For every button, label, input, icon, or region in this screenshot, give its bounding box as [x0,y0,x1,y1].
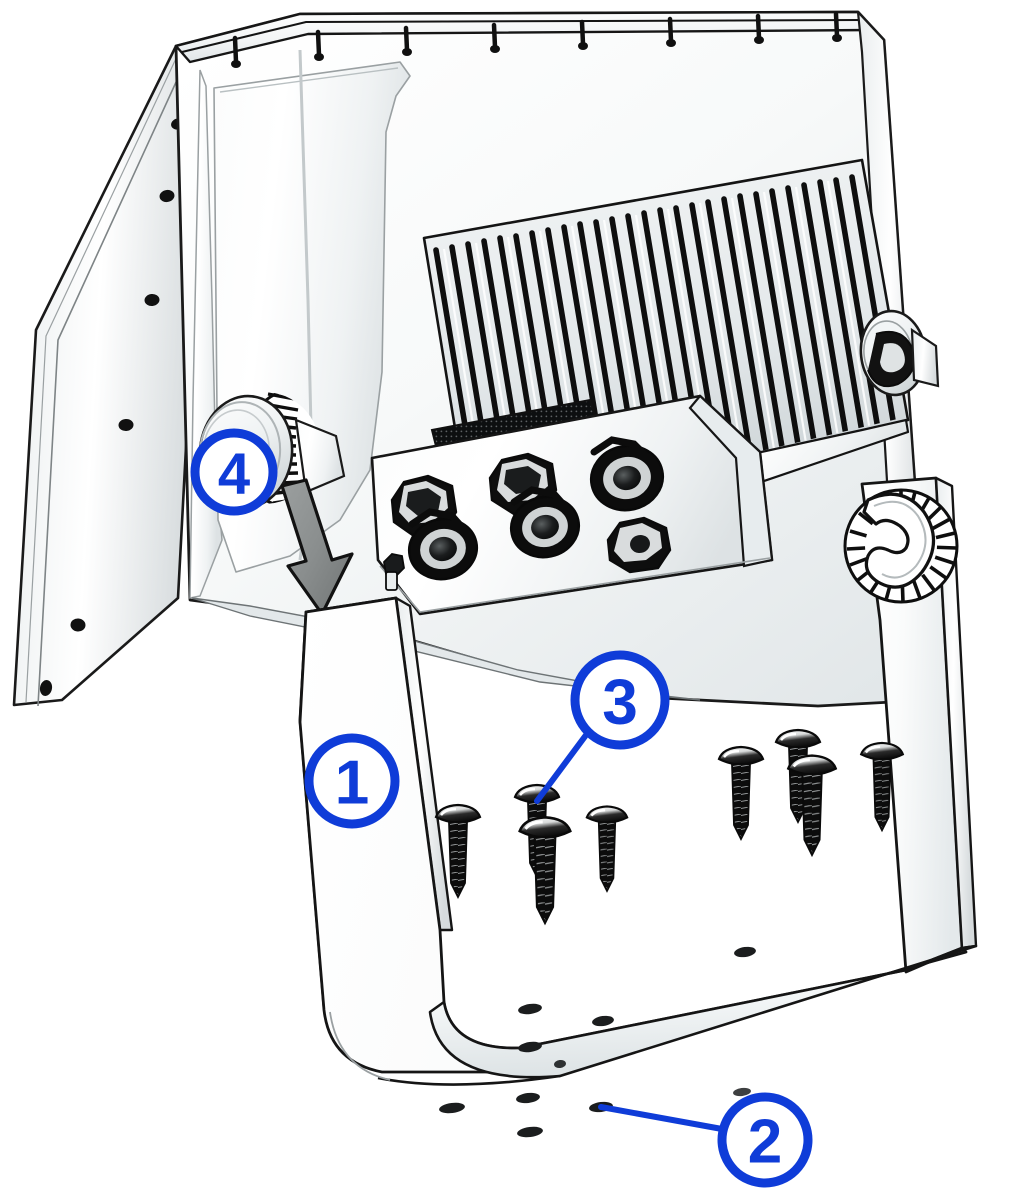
connector-ports [383,436,672,591]
mounting-screws [434,728,905,926]
bracket-base-fold-line [329,1011,391,1081]
callout-label-3: 3 [602,666,638,738]
screw [585,805,629,893]
bail-mount-bracket [298,476,978,1086]
screw [717,745,765,842]
chartplotter-display-unit [12,10,940,708]
surface-hole [554,1059,566,1069]
top-rim-crease [181,19,863,53]
knob-right-stem [910,327,940,388]
callout-badges: 1 2 3 4 [190,428,813,1188]
bracket-right-slot-highlight [873,500,927,579]
screw [859,741,905,833]
callout-label-1: 1 [335,749,369,818]
top-rim-clip-slots [232,11,840,65]
callout-badge-4[interactable]: 4 [190,428,278,516]
bezel-fastener-group [39,118,185,696]
callout-badge-3[interactable]: 3 [570,650,670,750]
screw [518,816,572,926]
callout-label-2: 2 [748,1108,782,1177]
connector-bay-right-wall [688,394,774,568]
bracket-right-knob-outline [843,488,959,604]
heat-sink-fins [433,174,899,519]
callout-badge-2[interactable]: 2 [717,1092,813,1188]
bracket-right-c-slot [862,492,936,589]
bracket-base-holes [518,946,756,1053]
bracket-right-slot-knob [843,488,959,604]
screw [786,754,838,858]
callout-badge-1[interactable]: 1 [304,733,400,829]
bezel-rim-line-2 [25,49,181,703]
connector-port-d [509,486,581,559]
connector-port-b [407,508,479,581]
bracket-base-bottom-edge [377,1074,561,1086]
screw [434,803,482,900]
connector-port-e [589,436,665,512]
top-rim-clip-heads [231,34,842,68]
surface-hole [517,1126,543,1138]
surface-hole [733,1087,751,1097]
bezel-rim-line [37,55,189,707]
insertion-direction-arrow [280,478,354,616]
surface-hole [439,1102,465,1114]
rear-recess-highlight [219,67,399,93]
callout-label-4: 4 [218,442,250,507]
callout-leader-3 [534,728,592,804]
ground-lug [383,553,405,591]
rear-connector-bay [370,394,774,616]
knob-left-stem [294,418,346,494]
bail-mount-knob-right-device [859,309,940,397]
callout-leaders [534,728,725,1132]
connector-port-f [606,516,672,574]
callout-leader-2 [598,1104,725,1132]
surface-hole [516,1092,540,1104]
